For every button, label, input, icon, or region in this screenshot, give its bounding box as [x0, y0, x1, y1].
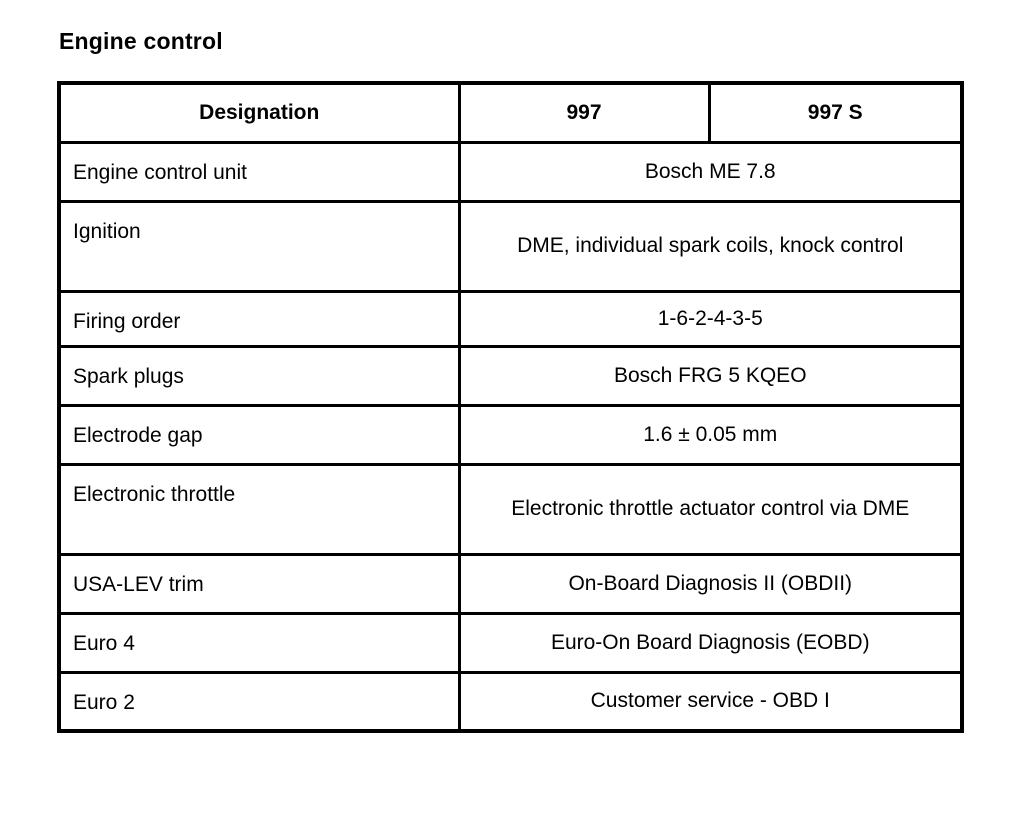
row-value-euro-2: Customer service - OBD I [457, 670, 964, 733]
table-row: Electrode gap 1.6 ± 0.05 mm [57, 403, 964, 466]
row-label-spark-plugs: Spark plugs [57, 344, 461, 407]
row-label-ignition: Ignition [57, 199, 461, 293]
row-label-firing-order: Firing order [57, 289, 461, 348]
column-header-997: 997 [457, 81, 711, 144]
table-row: USA-LEV trim On-Board Diagnosis II (OBDI… [57, 552, 964, 615]
document-page: Engine control Designation 997 997 S Eng… [57, 28, 964, 733]
engine-control-spec-table: Designation 997 997 S Engine control uni… [57, 81, 964, 733]
page-title: Engine control [59, 28, 223, 54]
table-row: Engine control unit Bosch ME 7.8 [57, 140, 964, 203]
row-label-electrode-gap: Electrode gap [57, 403, 461, 466]
table-row: Spark plugs Bosch FRG 5 KQEO [57, 344, 964, 407]
table-row: Euro 2 Customer service - OBD I [57, 670, 964, 733]
row-value-ignition: DME, individual spark coils, knock contr… [457, 199, 964, 293]
table-row: Electronic throttle Electronic throttle … [57, 462, 964, 556]
row-label-usa-lev-trim: USA-LEV trim [57, 552, 461, 615]
row-value-electrode-gap: 1.6 ± 0.05 mm [457, 403, 964, 466]
row-label-engine-control-unit: Engine control unit [57, 140, 461, 203]
table-header-row: Designation 997 997 S [57, 81, 964, 144]
table-row: Euro 4 Euro-On Board Diagnosis (EOBD) [57, 611, 964, 674]
column-header-designation: Designation [57, 81, 461, 144]
row-value-spark-plugs: Bosch FRG 5 KQEO [457, 344, 964, 407]
table-row: Firing order 1-6-2-4-3-5 [57, 289, 964, 348]
row-label-euro-2: Euro 2 [57, 670, 461, 733]
row-label-electronic-throttle: Electronic throttle [57, 462, 461, 556]
row-value-usa-lev-trim: On-Board Diagnosis II (OBDII) [457, 552, 964, 615]
column-header-997s: 997 S [707, 81, 964, 144]
row-value-euro-4: Euro-On Board Diagnosis (EOBD) [457, 611, 964, 674]
row-label-euro-4: Euro 4 [57, 611, 461, 674]
row-value-engine-control-unit: Bosch ME 7.8 [457, 140, 964, 203]
row-value-firing-order: 1-6-2-4-3-5 [457, 289, 964, 348]
row-value-electronic-throttle: Electronic throttle actuator control via… [457, 462, 964, 556]
table-row: Ignition DME, individual spark coils, kn… [57, 199, 964, 293]
